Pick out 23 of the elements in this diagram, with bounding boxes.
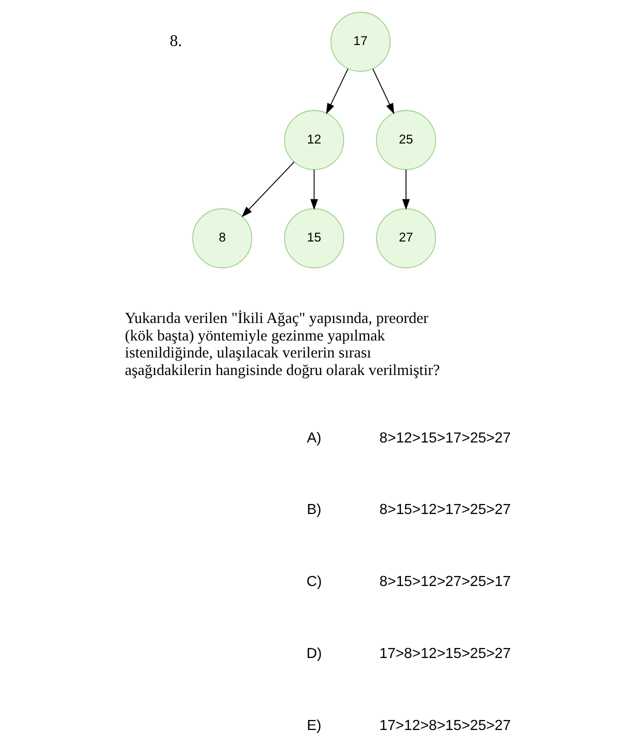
label: 8>15>12>17>25>27	[379, 502, 511, 518]
label: C)	[306, 574, 322, 590]
node-circle: 17	[330, 12, 391, 72]
label: 17>12>8>15>25>27	[379, 718, 511, 734]
arrow	[242, 161, 295, 218]
arrow	[402, 169, 410, 210]
node-circle: 25	[376, 110, 436, 170]
label: D)	[306, 646, 322, 662]
label: B)	[306, 502, 322, 518]
node-circle: 8	[192, 208, 252, 268]
label: A)	[306, 430, 322, 446]
label: Yukarıda verilen "İkili Ağaç" yapısında, preorder (kök başta) yöntemiyle gezinme yapılmak istenildiğinde, ulaşılacak verilerin sırası aşağıdakilerin hangisinde doğru olarak verilmiştir?	[124, 310, 440, 379]
arrow	[326, 68, 348, 114]
label: 8.	[170, 30, 182, 50]
arrow	[310, 169, 318, 210]
node-circle: 12	[284, 110, 344, 170]
label: E)	[306, 718, 322, 734]
node-circle: 15	[284, 208, 344, 268]
node-circle: 27	[376, 208, 436, 268]
label: 17>8>12>15>25>27	[379, 646, 511, 662]
label: 8>12>15>17>25>27	[379, 430, 511, 446]
label: 8>15>12>27>25>17	[379, 574, 511, 590]
arrow	[372, 68, 394, 114]
